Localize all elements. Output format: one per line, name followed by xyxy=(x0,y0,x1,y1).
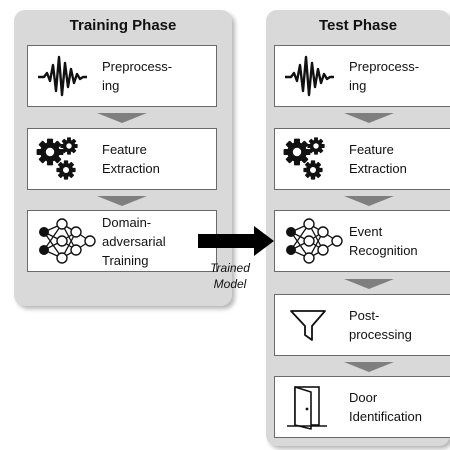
neural-network-icon xyxy=(283,216,335,266)
flow-connector xyxy=(344,196,394,206)
funnel-icon xyxy=(283,300,335,350)
trained-model-label: Trained Model xyxy=(210,261,250,291)
step-label: Feature Extraction xyxy=(349,142,407,176)
flow-connector xyxy=(97,113,147,123)
training-phase-title: Training Phase xyxy=(69,17,177,34)
step-label: Door Identification xyxy=(349,390,422,424)
step-label: Feature Extraction xyxy=(102,142,160,176)
training-step-feature-extraction: Feature Extraction xyxy=(27,128,217,190)
test-step-feature-extraction: Feature Extraction xyxy=(274,128,450,190)
flow-connector xyxy=(97,196,147,206)
neural-network-icon xyxy=(36,216,88,266)
step-label: Preprocess- ing xyxy=(349,59,420,93)
gears-icon xyxy=(36,134,88,184)
flow-connector xyxy=(344,362,394,372)
step-label: Domain- adversarial Training xyxy=(102,214,166,268)
test-step-event-recognition: Event Recognition xyxy=(274,210,450,272)
waveform-icon xyxy=(283,51,335,101)
test-step-preprocessing: Preprocess- ing xyxy=(274,45,450,107)
flow-connector xyxy=(344,279,394,289)
trained-model-arrow xyxy=(198,226,274,256)
waveform-icon xyxy=(36,51,88,101)
gears-icon xyxy=(283,134,335,184)
test-phase-title: Test Phase xyxy=(318,17,398,34)
step-label: Post- processing xyxy=(349,308,412,342)
step-label: Event Recognition xyxy=(349,224,418,258)
training-step-preprocessing: Preprocess- ing xyxy=(27,45,217,107)
door-icon xyxy=(283,382,335,432)
step-label: Preprocess- ing xyxy=(102,59,173,93)
test-step-post-processing: Post- processing xyxy=(274,294,450,356)
flow-connector xyxy=(344,113,394,123)
training-step-domain-adversarial: Domain- adversarial Training xyxy=(27,210,217,272)
test-step-door-identification: Door Identification xyxy=(274,376,450,438)
